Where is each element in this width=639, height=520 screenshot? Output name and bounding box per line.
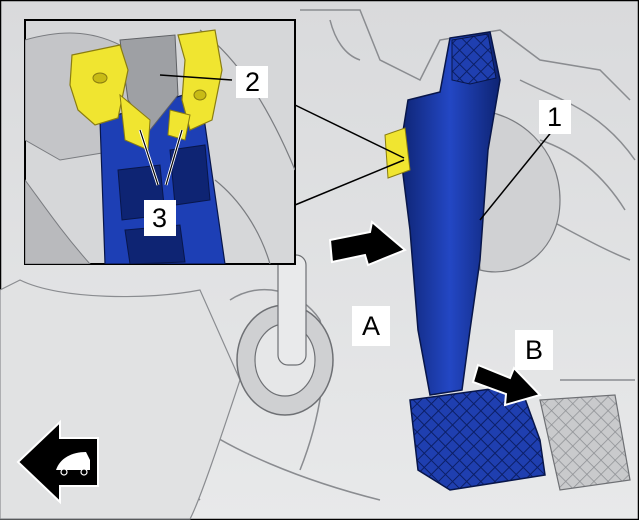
pivot-bracket: [384, 127, 411, 179]
callout-a-box: A: [352, 306, 390, 346]
brake-pedal: [399, 31, 546, 491]
callout-2: 2: [245, 67, 261, 97]
callout-3: 3: [152, 203, 168, 233]
arrow-a: [328, 220, 407, 267]
callout-b-box: B: [515, 330, 553, 370]
arrow-b: [471, 363, 542, 407]
callout-2-box: 2: [236, 66, 268, 98]
leader-line-2: [159, 74, 233, 81]
accelerator-pedal: [539, 394, 631, 491]
leader-line-3b: [165, 129, 183, 186]
inset-connector-lower: [294, 159, 405, 206]
steering-shaft: [277, 254, 307, 366]
front-of-vehicle-arrow-icon: [16, 419, 99, 505]
callout-1: 1: [547, 102, 563, 132]
trim-panel: [0, 279, 241, 520]
callout-b: B: [525, 335, 544, 365]
callout-3-box: 3: [144, 200, 176, 236]
pedal-bracket-housing: [469, 109, 561, 273]
leader-line-1: [479, 129, 554, 221]
brake-pedal-pad: [409, 384, 546, 491]
inset-connector-upper: [294, 104, 405, 159]
leader-line-3a: [139, 129, 159, 186]
callout-1-box: 1: [539, 100, 571, 134]
callout-a: A: [362, 311, 381, 341]
